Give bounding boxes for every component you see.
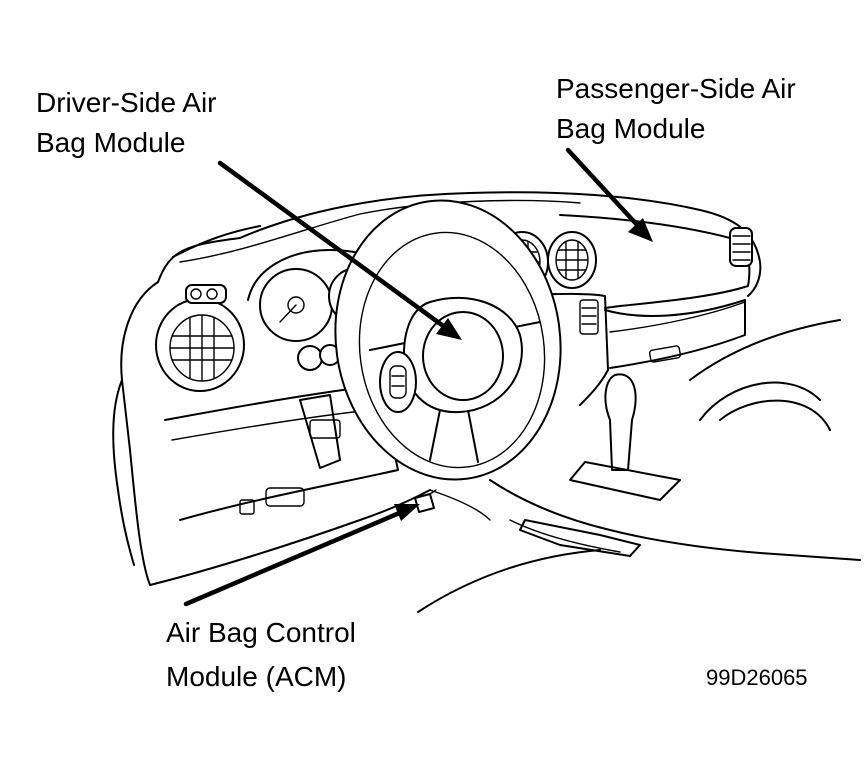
center-stack-buttons xyxy=(579,299,599,335)
dash-top-outline xyxy=(157,191,762,297)
passenger-speaker xyxy=(719,399,831,431)
lower-dash-front xyxy=(149,489,431,586)
driver-airbag-label-line2: Bag Module xyxy=(36,127,186,158)
glovebox-handle xyxy=(648,345,682,363)
acm-module xyxy=(414,489,437,513)
wheel-switch-pod xyxy=(379,351,417,413)
passenger-side-vent xyxy=(729,227,753,267)
door-edge xyxy=(689,319,841,381)
steering-column-stalk xyxy=(297,344,341,469)
driver-airbag-pointer xyxy=(217,160,462,340)
driver-side-vent xyxy=(155,298,245,392)
center-vent-right xyxy=(547,231,597,289)
figure-code: 99D26065 xyxy=(706,665,808,690)
knee-panel-inner xyxy=(171,409,371,441)
center-console xyxy=(489,479,861,561)
door-trim xyxy=(112,379,135,566)
passenger-dash-lower xyxy=(604,299,746,369)
console-inner xyxy=(509,519,621,553)
knee-panel-slots xyxy=(239,487,305,515)
acm-label-line2: Module (ACM) xyxy=(166,661,347,692)
console-tray xyxy=(519,519,641,557)
passenger-airbag-label-line1: Passenger-Side Air xyxy=(556,73,796,104)
driver-air-bag-cover xyxy=(422,311,504,401)
headlight-switches xyxy=(185,284,227,304)
passenger-door-curve xyxy=(699,381,821,421)
seat-edge xyxy=(417,549,601,613)
steering-wheel xyxy=(334,199,562,481)
dash-top-inner xyxy=(179,199,581,263)
driver-dash-lower xyxy=(120,281,159,586)
acm-pointer xyxy=(183,504,420,607)
dash-brow xyxy=(172,225,261,258)
floor-line xyxy=(429,489,491,521)
passenger-airbag-pointer xyxy=(565,147,653,242)
glovebox-line xyxy=(609,301,746,333)
passenger-airbag-label-line2: Bag Module xyxy=(556,113,706,144)
gear-shifter xyxy=(569,373,681,501)
acm-label-line1: Air Bag Control xyxy=(166,617,356,648)
driver-airbag-label-line1: Driver-Side Air xyxy=(36,87,217,118)
